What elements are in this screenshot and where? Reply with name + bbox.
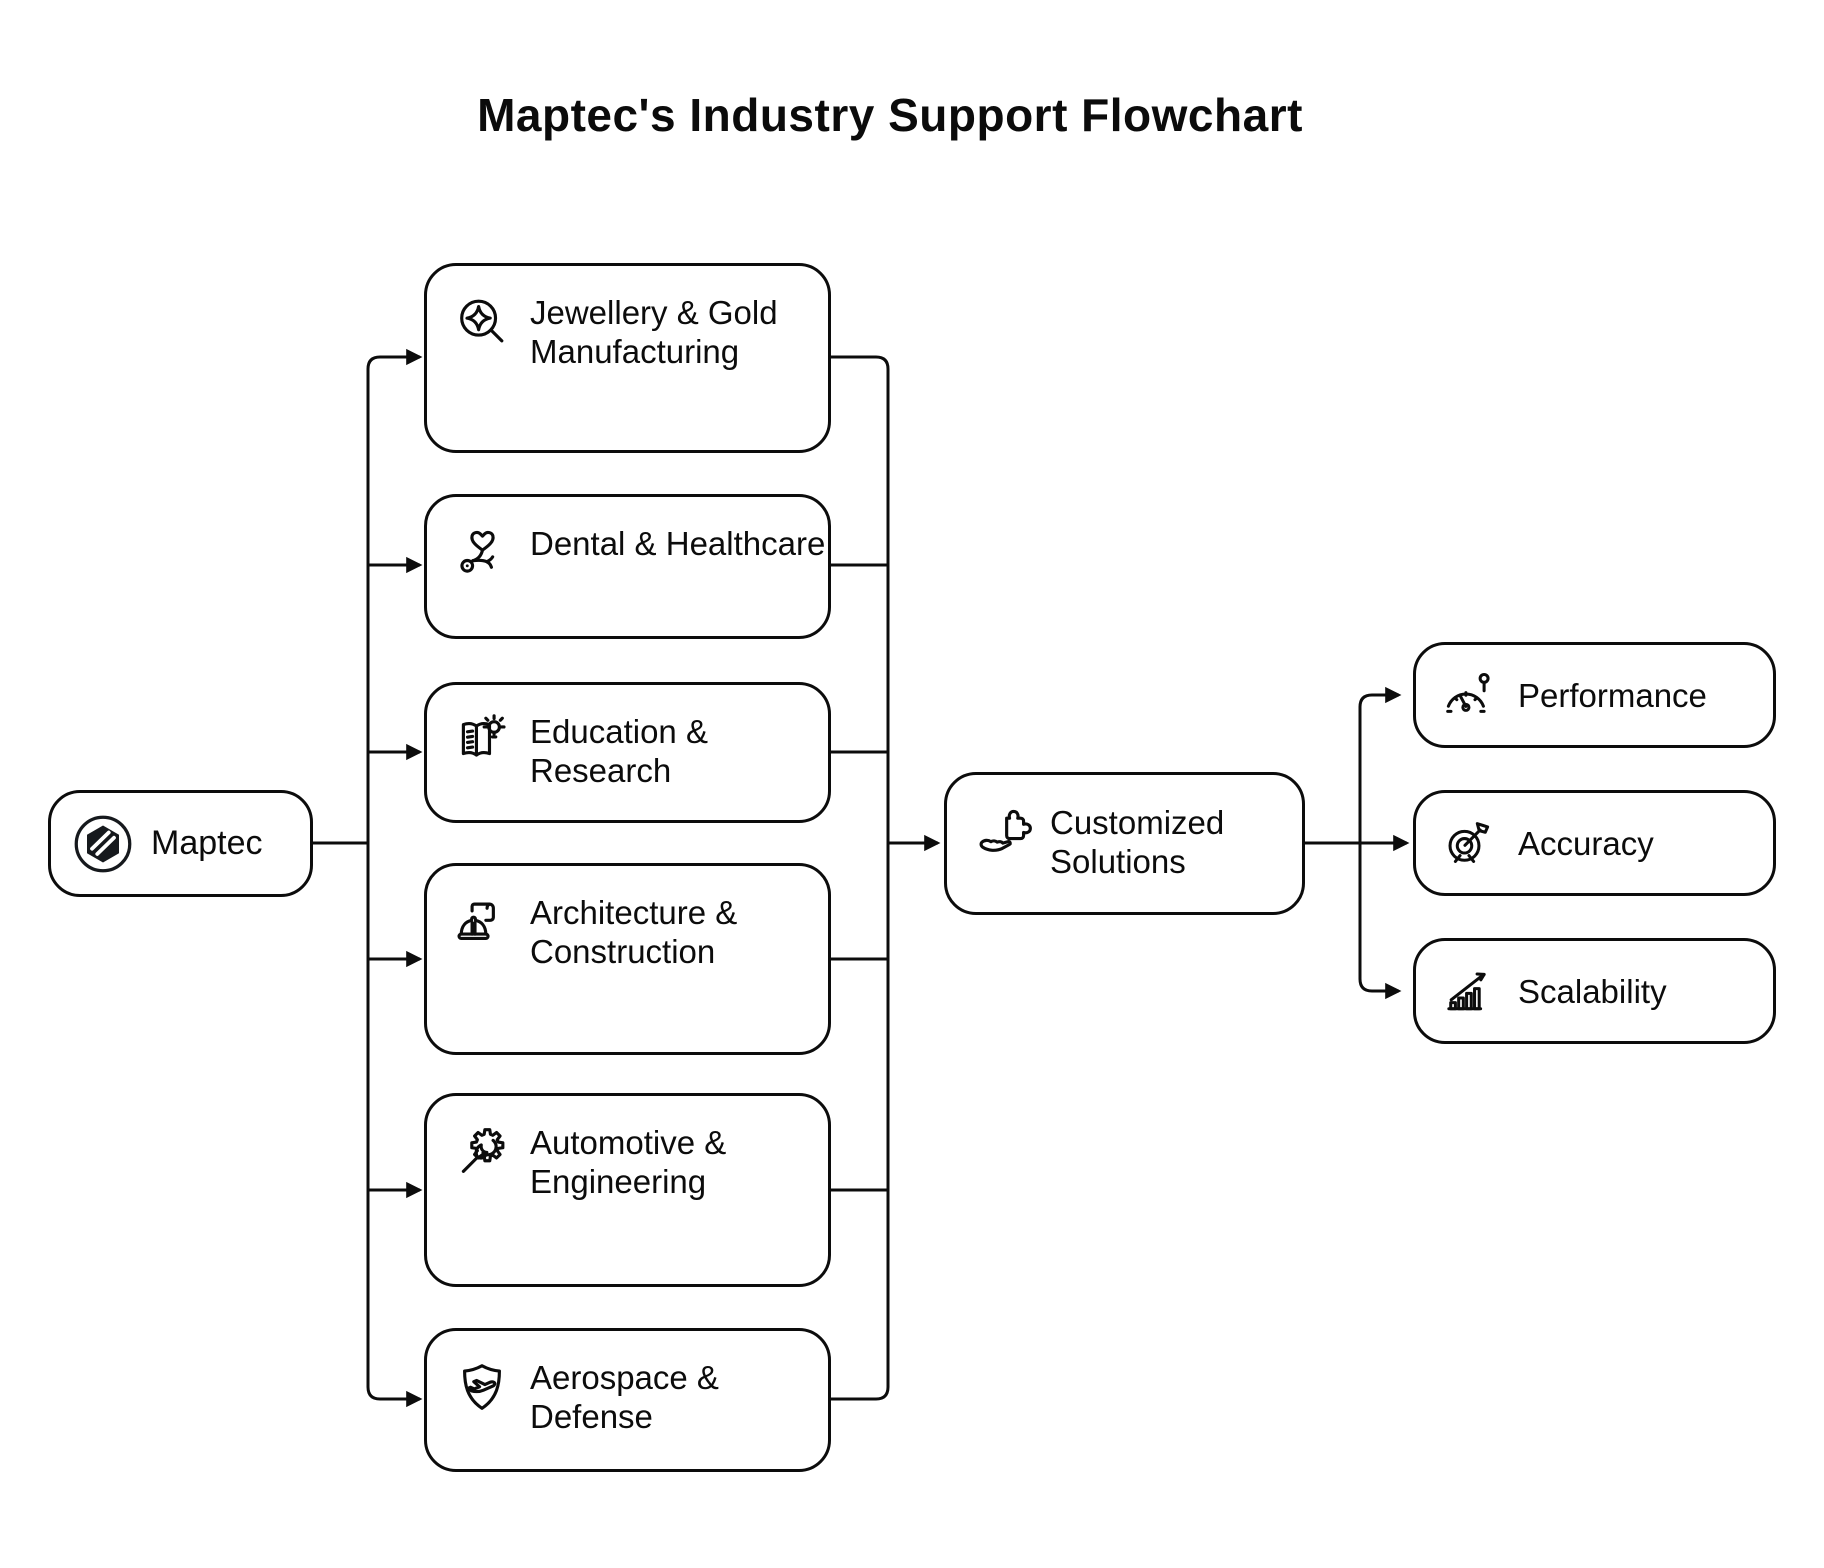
node-jewellery-gold-manufacturing: Jewellery & Gold Manufacturing (424, 263, 831, 453)
node-performance: Performance (1413, 642, 1776, 748)
node-dental-healthcare: Dental & Healthcare (424, 494, 831, 639)
gem-magnifier-icon (453, 293, 511, 351)
node-label-maptec: Maptec (151, 824, 263, 862)
edge-to-industry-6 (366, 1386, 423, 1408)
target-arrow-icon (1440, 815, 1496, 871)
node-label-dental: Dental & Healthcare (530, 525, 826, 562)
edge-collector (831, 355, 890, 1401)
node-education-research: Education & Research (424, 682, 831, 823)
book-lightbulb-icon (453, 712, 511, 770)
heart-stethoscope-icon (453, 524, 511, 582)
node-label-aerospace: Aerospace & Defense (530, 1359, 719, 1435)
node-label-jewellery: Jewellery & Gold Manufacturing (530, 294, 778, 370)
edge-to-performance (1358, 686, 1402, 843)
node-label-education: Education & Research (530, 713, 708, 789)
edge-to-scalability (1358, 843, 1402, 1000)
maptec-logo-icon (73, 814, 133, 874)
node-customized-solutions: Customized Solutions (944, 772, 1305, 915)
edge-to-industry-1 (366, 348, 423, 370)
node-architecture-construction: Architecture & Construction (424, 863, 831, 1055)
speedometer-icon (1440, 667, 1496, 723)
growth-chart-icon (1440, 963, 1496, 1019)
page-title: Maptec's Industry Support Flowchart (477, 89, 1303, 141)
node-label-accuracy: Accuracy (1518, 824, 1654, 862)
node-automotive-engineering: Automotive & Engineering (424, 1093, 831, 1287)
node-maptec: Maptec (48, 790, 313, 897)
hand-puzzle-icon (975, 803, 1033, 861)
node-label-automotive: Automotive & Engineering (530, 1124, 727, 1200)
node-label-scalability: Scalability (1518, 972, 1667, 1010)
shield-plane-icon (453, 1358, 511, 1416)
node-label-architecture: Architecture & Construction (530, 894, 738, 970)
node-scalability: Scalability (1413, 938, 1776, 1044)
node-label-performance: Performance (1518, 676, 1707, 714)
gear-wrench-icon (453, 1123, 511, 1181)
node-accuracy: Accuracy (1413, 790, 1776, 896)
node-label-customized-solutions: Customized Solutions (1050, 804, 1225, 880)
node-aerospace-defense: Aerospace & Defense (424, 1328, 831, 1472)
hardhat-blueprint-icon (453, 893, 511, 951)
